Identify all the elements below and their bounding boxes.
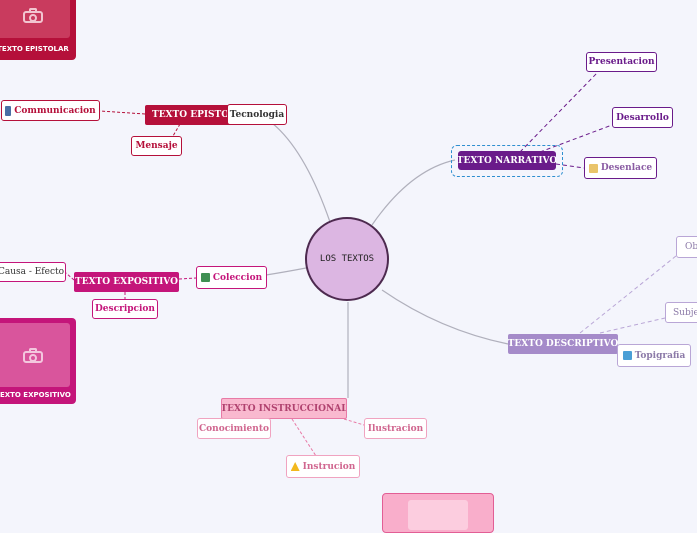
image-card-instruccional[interactable] [382, 493, 494, 533]
subtopic-desenlace[interactable]: Desenlace [584, 157, 657, 179]
card-caption: TEXTO EPISTOLAR [0, 45, 69, 53]
topic-label: TEXTO NARRATIVO [458, 155, 556, 166]
subtopic-presentacion[interactable]: Presentacion [586, 52, 657, 72]
subtopic-desarrollo[interactable]: Desarrollo [612, 107, 673, 128]
topic-descriptivo[interactable]: TEXTO DESCRIPTIVO [508, 334, 618, 354]
subtopic-label: Topigrafia [634, 350, 686, 361]
subtopic-conocimiento[interactable]: Conocimiento [197, 418, 271, 439]
image-placeholder [0, 323, 70, 387]
subtopic-label: Subjet [673, 307, 697, 318]
subtopic-topigrafia[interactable]: Topigrafia [617, 344, 691, 367]
subtopic-label: Tecnologia [229, 109, 285, 120]
image-placeholder [408, 500, 468, 530]
subtopic-label: Mensaje [135, 141, 178, 151]
central-topic[interactable]: LOS TEXTOS [305, 217, 389, 301]
topic-epistolar[interactable]: TEXTO EPISTOLAR [145, 105, 235, 125]
subtopic-label: Presentacion [588, 57, 655, 67]
subtopic-subjet[interactable]: Subjet [665, 302, 697, 323]
subtopic-descripcion[interactable]: Descripcion [92, 299, 158, 319]
subtopic-communicacion[interactable]: Communicacion [1, 100, 100, 121]
subtopic-label: Communicacion [14, 105, 96, 116]
topic-label: TEXTO EPISTOLAR [152, 110, 235, 120]
notepad-icon [588, 163, 598, 173]
subtopic-label: Desenlace [600, 163, 653, 173]
topic-narrativo-selection [451, 145, 563, 177]
camera-icon [23, 347, 43, 363]
camera-icon [23, 7, 43, 23]
books-icon [200, 273, 210, 282]
subtopic-mensaje[interactable]: Mensaje [131, 136, 182, 156]
topic-label: TEXTO INSTRUCCIONAL [221, 403, 347, 414]
topic-label: TEXTO DESCRIPTIVO [508, 339, 618, 349]
card-caption: TEXTO EXPOSITIVO [0, 391, 71, 399]
warning-icon [290, 462, 300, 471]
subtopic-label: Obj [685, 242, 697, 252]
subtopic-label: Causa - Efecto [0, 267, 65, 277]
subtopic-causa-efecto[interactable]: Causa - Efecto [0, 262, 66, 282]
subtopic-label: Ilustracion [367, 423, 424, 434]
topic-narrativo[interactable]: TEXTO NARRATIVO [458, 151, 556, 170]
subtopic-label: Instrucion [302, 461, 356, 472]
topic-label: TEXTO EXPOSITIVO [75, 277, 178, 287]
subtopic-instrucion[interactable]: Instrucion [286, 455, 360, 478]
phone-icon [5, 105, 12, 116]
image-card-expositivo[interactable]: TEXTO EXPOSITIVO [0, 318, 76, 404]
topic-instruccional[interactable]: TEXTO INSTRUCCIONAL [221, 398, 347, 419]
subtopic-coleccion[interactable]: Coleccion [196, 266, 267, 289]
subtopic-ilustracion[interactable]: Ilustracion [364, 418, 427, 439]
subtopic-label: Coleccion [212, 272, 263, 283]
subtopic-obj[interactable]: Obj [676, 236, 697, 258]
topic-expositivo[interactable]: TEXTO EXPOSITIVO [74, 272, 179, 292]
subtopic-tecnologia[interactable]: Tecnologia [227, 104, 287, 125]
map-icon [622, 351, 632, 360]
subtopic-label: Descripcion [95, 304, 155, 314]
subtopic-label: Conocimiento [199, 423, 269, 434]
image-card-epistolar[interactable]: TEXTO EPISTOLAR [0, 0, 76, 60]
image-placeholder [0, 0, 70, 38]
central-topic-label: LOS TEXTOS [319, 254, 375, 264]
subtopic-label: Desarrollo [616, 112, 669, 123]
